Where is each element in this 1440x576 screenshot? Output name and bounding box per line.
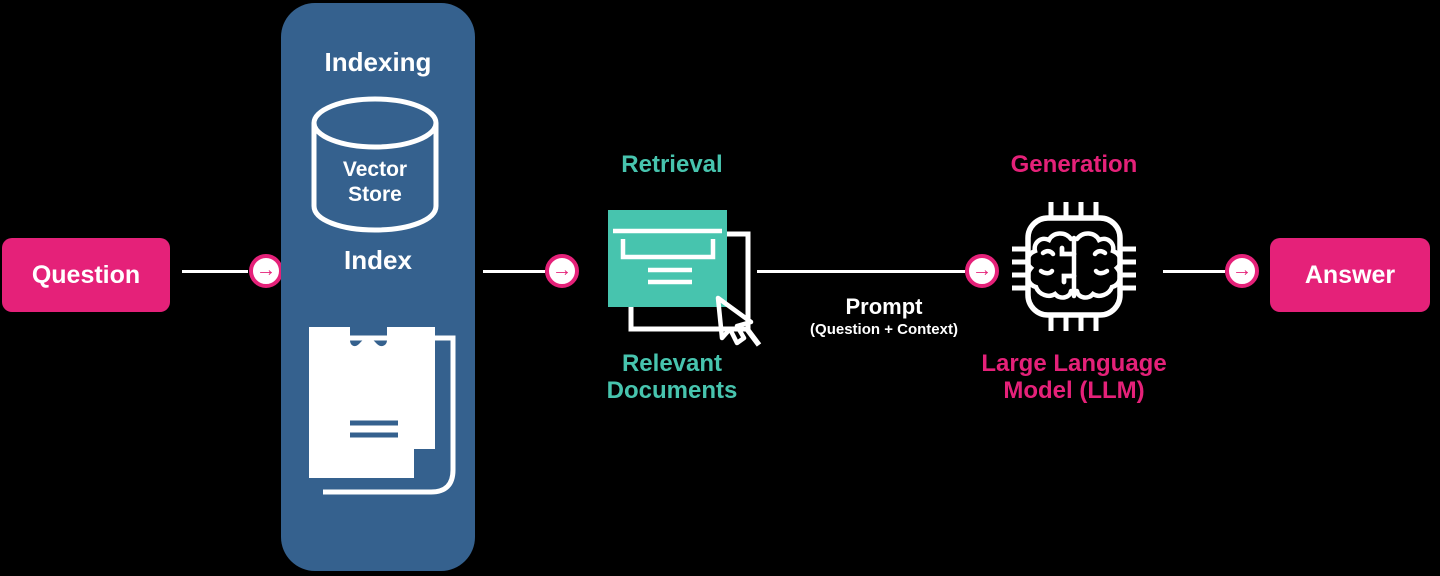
vector-store-line2: Store: [348, 183, 402, 206]
database-cylinder-icon: [311, 96, 439, 233]
llm-caption-line2: Model (LLM): [1003, 377, 1145, 404]
answer-node: Answer: [1270, 238, 1430, 312]
question-node: Question: [2, 238, 170, 312]
arrow-glyph: →: [256, 259, 276, 281]
arrow-right-circle-icon: →: [249, 254, 283, 288]
answer-label: Answer: [1304, 260, 1396, 289]
arrow-right-circle-icon: →: [1225, 254, 1259, 288]
relevant-documents-caption: Relevant Documents: [582, 350, 762, 404]
connector-line: [182, 270, 248, 273]
arrow-glyph: →: [972, 259, 992, 281]
question-label: Question: [31, 260, 141, 289]
arrow-glyph: →: [552, 259, 572, 281]
stacked-documents-icon: [309, 327, 456, 495]
retrieval-title: Retrieval: [621, 151, 723, 178]
connector-line: [483, 270, 545, 273]
brain-glyph: [1025, 231, 1123, 300]
arrow-right-circle-icon: →: [545, 254, 579, 288]
vector-store-line1: Vector: [342, 158, 408, 181]
connector-line: [757, 270, 965, 273]
prompt-label: Prompt: [845, 294, 923, 319]
vector-store-label: Vector Store: [310, 157, 440, 207]
connector-line: [1163, 270, 1225, 273]
relevant-line: Relevant: [621, 350, 723, 377]
index-label: Index: [344, 245, 412, 275]
arrow-glyph: →: [1232, 259, 1252, 281]
llm-caption-line1: Large Language: [981, 350, 1167, 377]
documents-line: Documents: [606, 377, 738, 404]
llm-caption: Large Language Model (LLM): [974, 350, 1174, 404]
arrow-right-circle-icon: →: [965, 254, 999, 288]
webpage-with-cursor-icon: [608, 210, 762, 347]
generation-title: Generation: [1010, 151, 1138, 178]
indexing-title: Indexing: [324, 47, 432, 77]
brain-chip-icon: [1012, 202, 1136, 331]
prompt-annotation: Prompt (Question + Context): [784, 295, 984, 339]
prompt-detail: (Question + Context): [810, 321, 958, 338]
cursor-pointer: [715, 295, 754, 346]
